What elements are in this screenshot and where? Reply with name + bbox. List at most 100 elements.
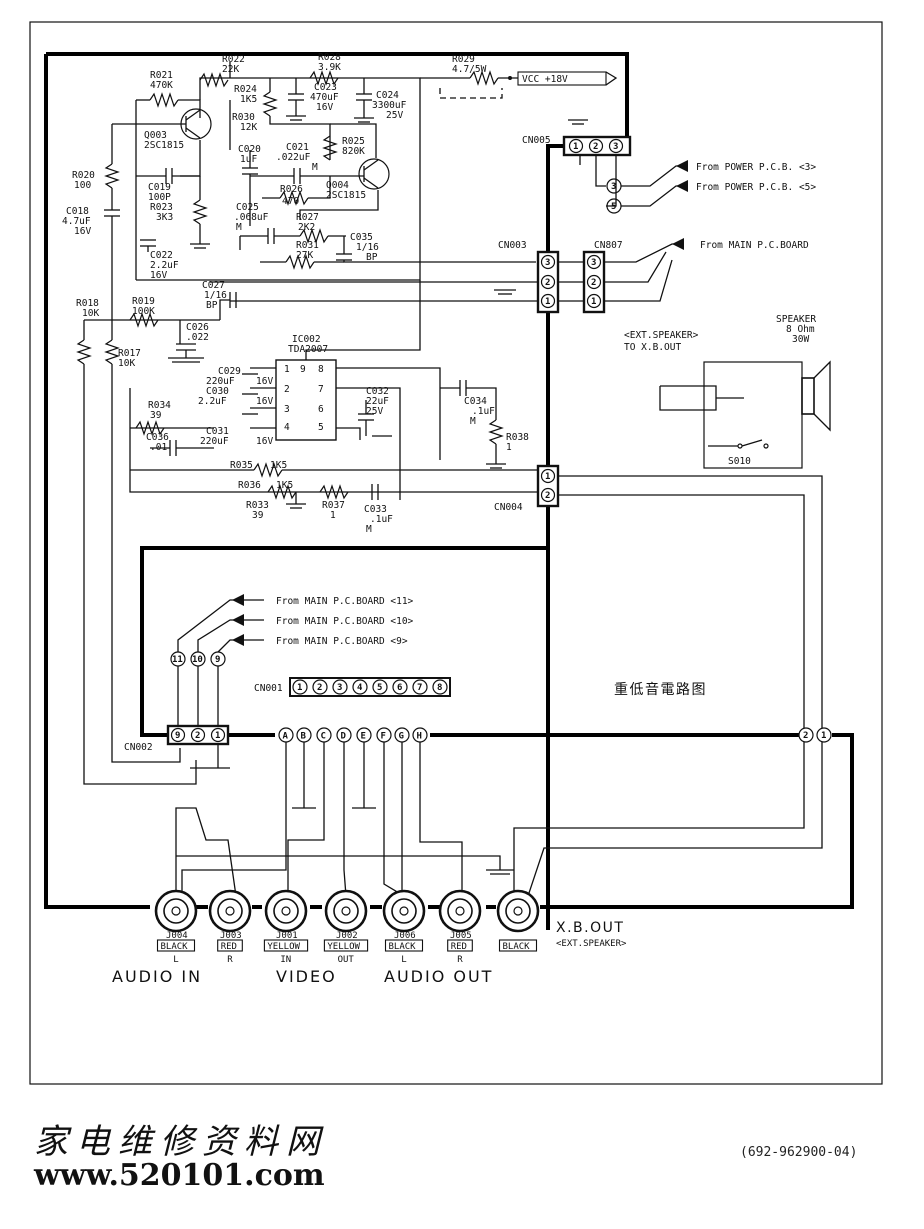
c030-val: 2.2uF	[198, 396, 227, 407]
ic-pin: 9	[300, 364, 306, 375]
cn002-pin: 2	[195, 731, 200, 741]
r037-val: 1	[330, 510, 336, 521]
c022-val: 2.2uF	[150, 260, 179, 271]
c031-volt: 16V	[256, 436, 273, 447]
ic-pin: 1	[284, 364, 290, 375]
q004-part: 2SC1815	[326, 190, 366, 201]
r019-val: 100K	[132, 306, 155, 317]
c023-ref: C023	[314, 82, 337, 93]
speaker-jack-frame	[703, 361, 803, 469]
main9-source: From MAIN P.C.BOARD <9>	[276, 636, 408, 647]
r019-ref: R019	[132, 296, 155, 307]
cn001-pin: 8	[437, 683, 442, 693]
cn001-pin: 7	[417, 683, 422, 693]
speaker-icon	[801, 377, 815, 415]
jack-sub: OUT	[338, 955, 355, 965]
r022-ref: R022	[222, 54, 245, 65]
cn003-ref: CN003	[498, 240, 527, 251]
input-network: R018 10K R019 100K C027 1/16 BP C026 .02…	[76, 280, 237, 785]
jack-color: BLACK	[389, 942, 417, 952]
c018-volt: 16V	[74, 226, 91, 237]
c025-m: M	[236, 222, 242, 233]
cn001-pin: 2	[317, 683, 322, 693]
r024-val: 1K5	[240, 94, 257, 105]
jack-ref: J003	[220, 931, 242, 941]
ic-pin: 6	[318, 404, 324, 415]
c032-val: 22uF	[366, 396, 389, 407]
main11-source: From MAIN P.C.BOARD <11>	[276, 596, 414, 607]
r034-ref: R034	[148, 400, 171, 411]
r022-val: 22K	[222, 64, 239, 75]
c026-ref: C026	[186, 322, 209, 333]
c034-ref: C034	[464, 396, 487, 407]
c031-val: 220uF	[200, 436, 229, 447]
r025-val: 820K	[342, 146, 365, 157]
c029-val: 220uF	[206, 376, 235, 387]
rca-jack-center	[455, 906, 465, 916]
cn004-pin: 2	[545, 491, 550, 501]
cn001-pin-ring	[312, 679, 328, 695]
cn003-pin: 2	[545, 278, 550, 288]
c020-ref: C020	[238, 144, 261, 155]
fuse-ref: R029	[452, 54, 475, 65]
c033-val: .1uF	[370, 514, 393, 525]
power-pin: 5	[611, 202, 616, 212]
r027-ref: R027	[296, 212, 319, 223]
cn004-ref: CN004	[494, 502, 523, 513]
cn001-pin-ring	[372, 679, 388, 695]
group-video: VIDEO	[276, 967, 337, 986]
jack-ref: J004	[166, 931, 188, 941]
letter-node: G	[399, 732, 404, 742]
r033-val: 39	[252, 510, 264, 521]
rca-jack-ring	[217, 898, 243, 924]
c030-volt: 16V	[256, 396, 273, 407]
rca-jack[interactable]	[154, 889, 198, 933]
jack-sub: R	[227, 955, 233, 965]
drawing-frame	[29, 21, 883, 1085]
r021-val: 470K	[150, 80, 173, 91]
cn005-pins: 1 2 3	[568, 138, 624, 154]
rca-jack[interactable]	[438, 889, 482, 933]
jack-sub: R	[457, 955, 463, 965]
cn807-pin: 1	[591, 297, 596, 307]
jack-row: J004BLACKLJ003REDRJ001YELLOWINJ002YELLOW…	[154, 889, 540, 965]
c036-ref: C036	[146, 432, 169, 443]
site-url[interactable]: www.520101.com	[34, 1158, 325, 1193]
to-xbout-label: TO X.B.OUT	[624, 342, 681, 353]
xb-node: 1	[821, 731, 826, 741]
main-pin: 11	[172, 655, 183, 665]
c019-val: 100P	[148, 192, 171, 203]
jack-color: BLACK	[161, 942, 189, 952]
cn005-pin: 2	[593, 142, 598, 152]
xb-node: 2	[803, 731, 808, 741]
cn004-connector-group: CN004 1 2	[494, 464, 823, 728]
rca-jack[interactable]	[208, 889, 252, 933]
cn002-pin: 1	[215, 731, 220, 741]
cn001-pin: 4	[357, 683, 363, 693]
r028-val: 3.9K	[318, 62, 341, 73]
r026-ref: R026	[280, 184, 303, 195]
jack-color: RED	[221, 942, 237, 952]
power5-source: From POWER P.C.B. <5>	[696, 182, 816, 193]
c023-volt: 16V	[316, 102, 333, 113]
r035-val: 1K5	[270, 460, 287, 471]
r038-ref: R038	[506, 432, 529, 443]
rca-jack-center	[513, 906, 523, 916]
circuit-title-cn: 重低音電路图	[614, 681, 707, 698]
c027-ref: C027	[202, 280, 225, 291]
rca-jack[interactable]	[264, 889, 308, 933]
cn001-pin: 5	[377, 683, 382, 693]
letter-node: D	[341, 732, 347, 742]
c022-volt: 16V	[150, 270, 167, 281]
rca-jack[interactable]	[382, 889, 426, 933]
r027-val: 2K2	[298, 222, 315, 233]
jack-color-box	[217, 939, 243, 952]
ic-pin: 8	[318, 364, 324, 375]
ic-pin: 2	[284, 384, 290, 395]
c031-ref: C031	[206, 426, 229, 437]
rca-jack[interactable]	[324, 889, 368, 933]
c026-val: .022	[186, 332, 209, 343]
rca-jack[interactable]	[496, 889, 540, 933]
cn807-ref: CN807	[594, 240, 623, 251]
